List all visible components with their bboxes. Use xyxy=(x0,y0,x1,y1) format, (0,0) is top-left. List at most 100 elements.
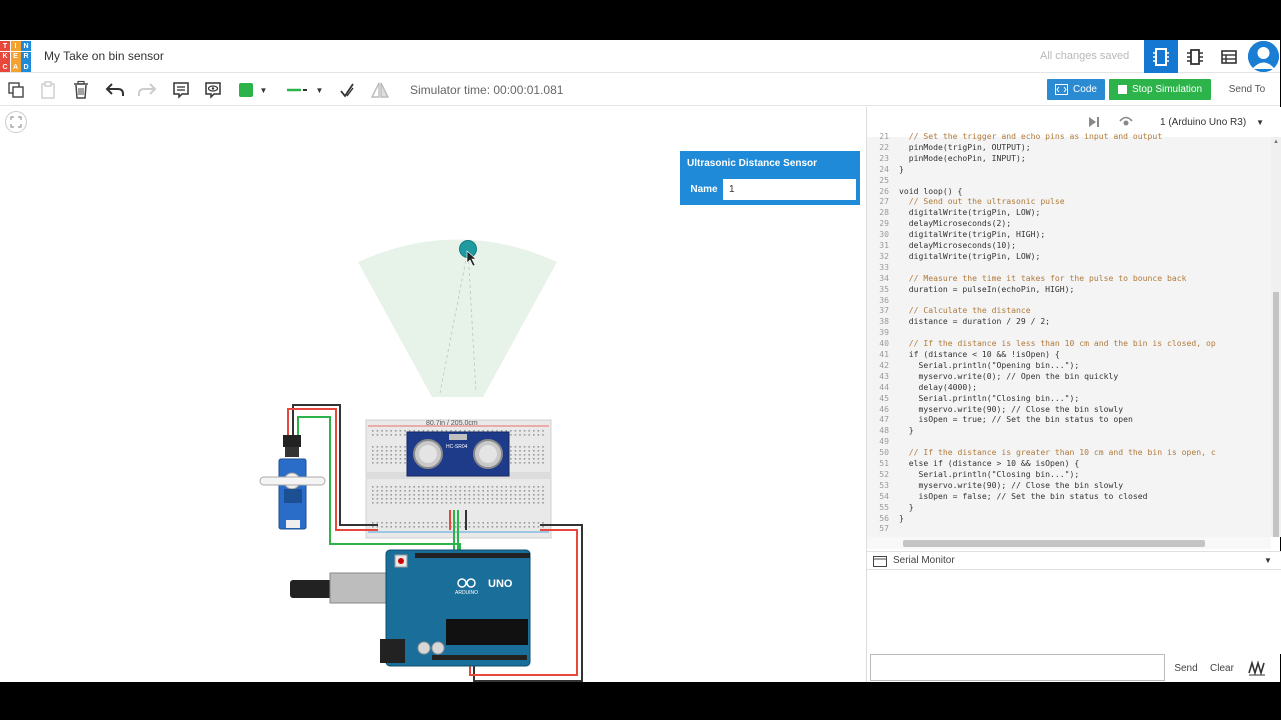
stop-simulation-button[interactable]: Stop Simulation xyxy=(1109,79,1211,100)
wire-type-picker[interactable]: ▼ xyxy=(285,78,325,102)
code-line[interactable]: 46 myservo.write(90); // Close the bin s… xyxy=(867,404,1123,415)
code-line[interactable]: 31 delayMicroseconds(10); xyxy=(867,240,1016,251)
rotate-button[interactable] xyxy=(335,78,359,102)
circuit-canvas[interactable]: HC-SR04 80.7in / 205.0cm xyxy=(0,107,866,682)
breadboard-hole xyxy=(496,494,498,496)
serial-clear-button[interactable]: Clear xyxy=(1210,662,1234,674)
breadboard-hole xyxy=(385,498,388,500)
code-line[interactable]: 37 // Calculate the distance xyxy=(867,305,1030,316)
breadboard-hole xyxy=(372,526,374,528)
code-editor[interactable]: 21 // Set the trigger and echo pins as i… xyxy=(867,131,1271,537)
code-line[interactable]: 36 xyxy=(867,295,899,306)
step-button[interactable] xyxy=(1087,115,1101,133)
toggle-notes-button[interactable] xyxy=(201,78,225,102)
code-line[interactable]: 33 xyxy=(867,262,899,273)
code-line[interactable]: 34 // Measure the time it takes for the … xyxy=(867,273,1186,284)
code-line[interactable]: 54 isOpen = false; // Set the bin status… xyxy=(867,491,1147,502)
serial-graph-button[interactable] xyxy=(1244,657,1270,679)
send-to-button[interactable]: Send To xyxy=(1228,84,1266,95)
circuit-workspace[interactable]: HC-SR04 80.7in / 205.0cm xyxy=(0,107,866,682)
delete-button[interactable] xyxy=(69,78,93,102)
code-line[interactable]: 22 pinMode(trigPin, OUTPUT); xyxy=(867,141,1031,153)
undo-button[interactable] xyxy=(103,78,127,102)
serial-input-field[interactable] xyxy=(870,654,1165,681)
code-line[interactable]: 30 digitalWrite(trigPin, HIGH); xyxy=(867,229,1045,240)
chevron-down-icon[interactable]: ▼ xyxy=(1264,556,1272,565)
code-text: pinMode(echoPin, INPUT); xyxy=(899,152,1026,163)
paste-button[interactable] xyxy=(36,78,60,102)
breadboard-hole xyxy=(372,434,374,436)
code-line[interactable]: 28 digitalWrite(trigPin, LOW); xyxy=(867,207,1040,218)
code-line[interactable]: 27 // Send out the ultrasonic pulse xyxy=(867,196,1064,207)
scroll-up-icon[interactable]: ▲ xyxy=(1273,139,1279,145)
breadboard-hole xyxy=(385,458,388,460)
serial-send-button[interactable]: Send xyxy=(1174,662,1198,674)
code-vertical-scrollbar[interactable]: ▲ xyxy=(1271,137,1281,537)
redo-button[interactable] xyxy=(135,78,159,102)
code-horizontal-scrollbar[interactable] xyxy=(867,537,1271,549)
code-line[interactable]: 42 Serial.println("Opening bin..."); xyxy=(867,360,1079,371)
user-avatar-icon xyxy=(1248,41,1279,72)
code-line[interactable]: 35 duration = pulseIn(echoPin, HIGH); xyxy=(867,284,1074,295)
code-line[interactable]: 53 myservo.write(90); // Close the bin s… xyxy=(867,480,1123,491)
device-select[interactable]: 1 (Arduino Uno R3) ▼ xyxy=(1154,112,1272,133)
circuit-view-button[interactable] xyxy=(1144,40,1178,73)
breadboard-hole xyxy=(395,454,397,456)
breadboard-hole xyxy=(454,526,457,528)
code-vertical-scroll-thumb[interactable] xyxy=(1273,292,1279,537)
breadboard-hole xyxy=(542,446,544,448)
flip-button[interactable] xyxy=(368,78,392,102)
code-line[interactable]: 48 } xyxy=(867,425,913,436)
schematic-view-button[interactable] xyxy=(1178,40,1212,73)
project-title[interactable]: My Take on bin sensor xyxy=(44,49,164,63)
serial-monitor-header[interactable]: Serial Monitor ▼ xyxy=(867,551,1281,570)
code-line[interactable]: 25 xyxy=(867,175,899,186)
copy-button[interactable] xyxy=(4,78,28,102)
component-name-input[interactable]: 1 xyxy=(723,179,856,200)
code-line[interactable]: 21 // Set the trigger and echo pins as i… xyxy=(867,131,1162,142)
code-line[interactable]: 49 xyxy=(867,436,899,447)
code-line[interactable]: 45 Serial.println("Closing bin..."); xyxy=(867,393,1079,404)
code-button[interactable]: Code xyxy=(1047,79,1105,100)
code-line[interactable]: 29 delayMicroseconds(2); xyxy=(867,218,1011,229)
code-line[interactable]: 40 // If the distance is less than 10 cm… xyxy=(867,338,1216,349)
breadboard-hole xyxy=(468,430,471,432)
step-icon xyxy=(1089,117,1099,127)
code-line[interactable]: 38 distance = duration / 29 / 2; xyxy=(867,316,1050,327)
code-line[interactable]: 32 digitalWrite(trigPin, LOW); xyxy=(867,251,1040,262)
code-line[interactable]: 47 isOpen = true; // Set the bin status … xyxy=(867,414,1133,425)
code-line[interactable]: 50 // If the distance is greater than 10… xyxy=(867,447,1216,458)
code-line[interactable]: 41 if (distance < 10 && !isOpen) { xyxy=(867,349,1060,360)
breadboard-hole xyxy=(528,434,530,436)
breadboard-hole xyxy=(510,490,512,492)
code-line[interactable]: 55 } xyxy=(867,502,913,513)
breadboard-hole xyxy=(404,450,406,452)
code-horizontal-scroll-thumb[interactable] xyxy=(903,540,1205,547)
code-line[interactable]: 44 delay(4000); xyxy=(867,382,977,393)
code-text: pinMode(trigPin, OUTPUT); xyxy=(899,141,1031,152)
user-avatar[interactable] xyxy=(1248,41,1279,72)
code-line[interactable]: 24} xyxy=(867,164,904,175)
code-line[interactable]: 23 pinMode(echoPin, INPUT); xyxy=(867,152,1026,164)
code-line[interactable]: 56} xyxy=(867,513,904,524)
breadboard-hole xyxy=(528,462,530,464)
breadboard-hole xyxy=(514,526,517,528)
logo-letter: E xyxy=(10,51,21,62)
debug-button[interactable] xyxy=(1118,114,1134,133)
code-line[interactable]: 57 xyxy=(867,523,899,534)
breadboard-hole xyxy=(500,498,503,500)
schematic-view-icon xyxy=(1187,48,1203,65)
code-line[interactable]: 52 Serial.println("Closing bin..."); xyxy=(867,469,1079,480)
fit-view-button[interactable] xyxy=(5,111,27,133)
code-line[interactable]: 39 xyxy=(867,327,899,338)
code-text: delay(4000); xyxy=(899,381,977,392)
component-list-button[interactable] xyxy=(1212,40,1246,73)
chevron-down-icon: ▼ xyxy=(315,85,324,95)
code-line[interactable]: 43 myservo.write(0); // Open the bin qui… xyxy=(867,371,1118,382)
breadboard-hole xyxy=(381,434,383,436)
color-picker[interactable]: ▼ xyxy=(236,78,270,102)
code-line[interactable]: 51 else if (distance > 10 && isOpen) { xyxy=(867,458,1079,469)
notes-button[interactable] xyxy=(169,78,193,102)
